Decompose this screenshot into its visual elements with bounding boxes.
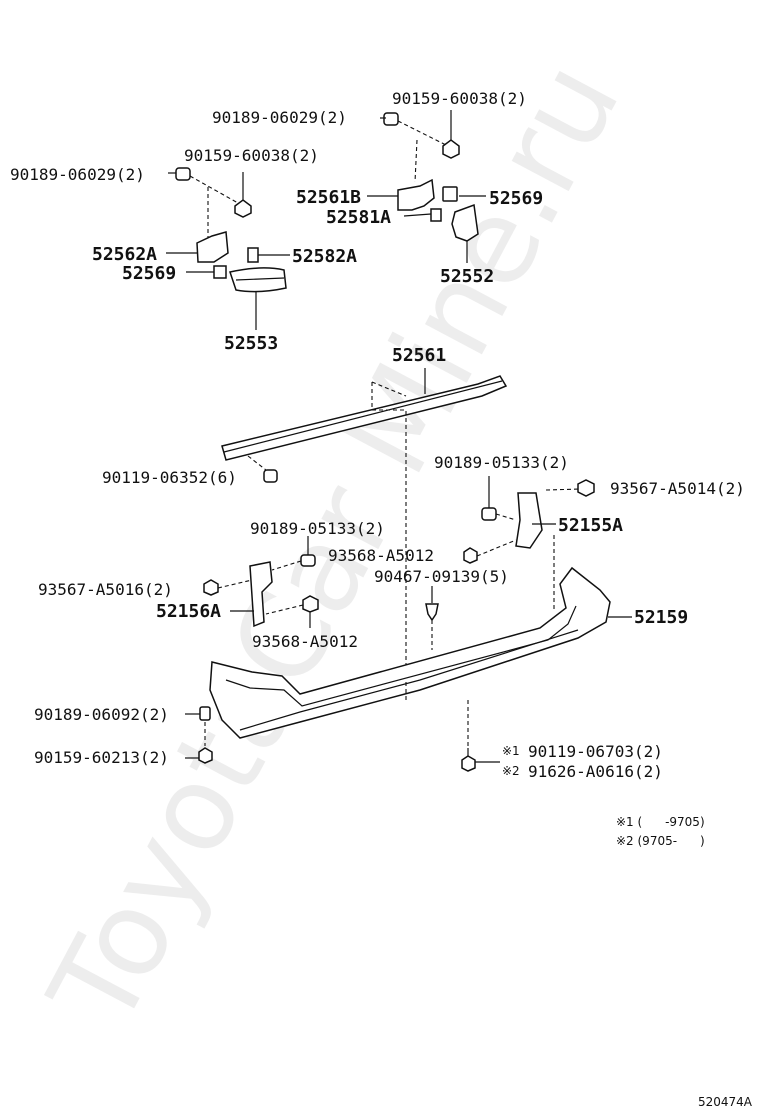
bolt-icon (247, 455, 278, 483)
label-90119-06703: 90119-06703(2) (528, 742, 663, 761)
label-52155a: 52155A (558, 515, 623, 536)
label-90189-06029-left: 90189-06029(2) (10, 165, 145, 184)
bolt-icon (442, 110, 460, 159)
bumper-cover-52159 (209, 566, 611, 739)
clip-icon (380, 112, 399, 126)
bracket-52156a (249, 561, 273, 628)
clip-52581a (430, 208, 442, 222)
pad-52569-left (213, 265, 227, 279)
label-93568-a5012-mid: 93568-A5012 (328, 546, 434, 565)
label-52582a: 52582A (292, 246, 357, 267)
label-90159-60213: 90159-60213(2) (34, 748, 169, 767)
label-52552: 52552 (440, 266, 494, 287)
label-52159: 52159 (634, 607, 688, 628)
label-90159-60038-top: 90159-60038(2) (392, 89, 527, 108)
label-90159-60038-left: 90159-60038(2) (184, 146, 319, 165)
clip-52582a (247, 247, 259, 263)
bracket-52562a (196, 231, 229, 263)
label-52553: 52553 (224, 333, 278, 354)
reflector-52553 (229, 267, 287, 293)
label-93567-a5014: 93567-A5014(2) (610, 479, 745, 498)
label-90189-06092: 90189-06092(2) (34, 705, 169, 724)
bolt-icon (461, 700, 500, 772)
label-90189-05133-left: 90189-05133(2) (250, 519, 385, 538)
label-52561b: 52561B (296, 187, 361, 208)
bolt-icon (203, 579, 219, 596)
reinforcement-52561 (221, 375, 508, 461)
clip-group-left (168, 167, 287, 293)
mark-note-2: ※2 (502, 764, 520, 778)
clip-icon (481, 476, 497, 521)
clip-icon (185, 706, 211, 721)
label-52156a: 52156A (156, 601, 221, 622)
label-52561: 52561 (392, 345, 446, 366)
label-52569-right: 52569 (489, 188, 543, 209)
mark-note-1: ※1 (502, 744, 520, 758)
label-52569-left: 52569 (122, 263, 176, 284)
bracket-52561b (397, 178, 435, 211)
footnote-2: ※2 (9705- ) (616, 834, 705, 848)
pad-52569-right (442, 186, 458, 202)
clip-icon (300, 536, 316, 567)
clip-group-right (380, 110, 479, 242)
label-93567-a5016: 93567-A5016(2) (38, 580, 173, 599)
label-90189-05133-right: 90189-05133(2) (434, 453, 569, 472)
nut-icon (302, 595, 319, 628)
bolt-icon (185, 722, 213, 764)
label-52581a: 52581A (326, 207, 391, 228)
label-90119-06352: 90119-06352(6) (102, 468, 237, 487)
label-91626-a0616: 91626-A0616(2) (528, 762, 663, 781)
bracket-52155a (515, 492, 543, 549)
label-90467-09139: 90467-09139(5) (374, 567, 509, 586)
footnote-1: ※1 ( -9705) (616, 815, 705, 829)
label-90189-06029-top: 90189-06029(2) (212, 108, 347, 127)
clip-icon (168, 167, 191, 181)
clip-icon (425, 586, 439, 622)
label-93568-a5012-bottom: 93568-A5012 (252, 632, 358, 651)
nut-icon (463, 547, 478, 564)
bolt-icon (234, 172, 252, 218)
bolt-icon (577, 479, 595, 497)
label-52562a: 52562A (92, 244, 157, 265)
drawing-number: 520474A (698, 1095, 753, 1109)
